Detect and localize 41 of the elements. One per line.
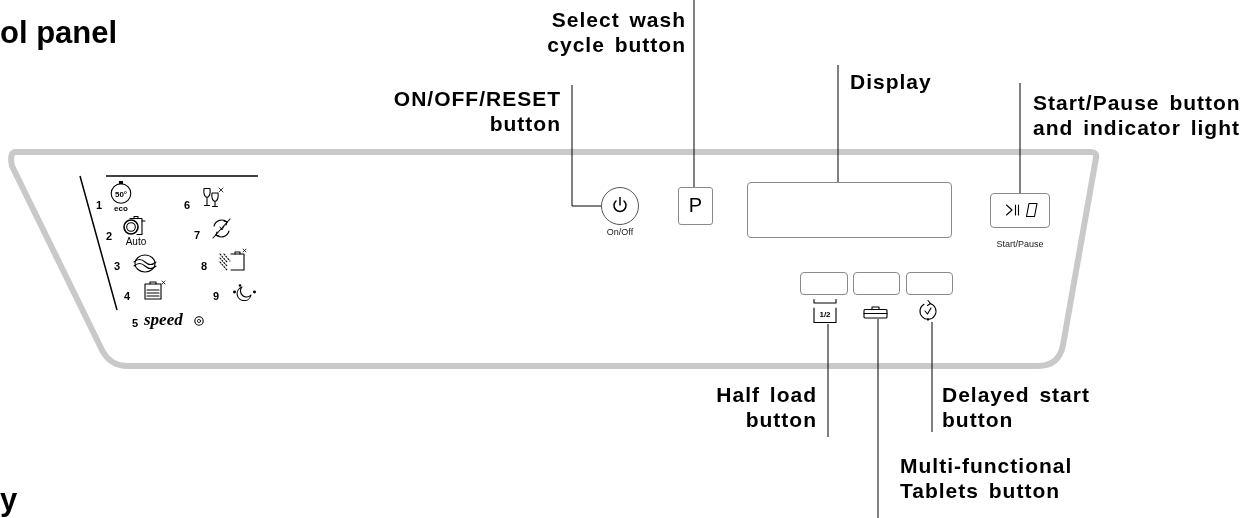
leader-line [931, 321, 933, 433]
leader-line [571, 84, 602, 207]
callout-label: Display [850, 69, 932, 94]
program-button: P [678, 187, 713, 225]
leader-line [877, 318, 879, 518]
program-number: 2 [106, 230, 113, 242]
callout-label: Select wash cycle button [541, 7, 686, 57]
leader-line [1019, 82, 1021, 194]
callout-label: Multi-functional Tablets button [900, 453, 1078, 503]
callout-label: Start/Pause button and indicator light [1033, 90, 1249, 140]
heading: ol panel [0, 17, 118, 48]
button-caption: On/Off [605, 227, 635, 238]
program-number: 3 [114, 260, 121, 272]
program-number: 6 [184, 199, 191, 211]
bracket-icon [812, 299, 838, 324]
display-screen [747, 182, 952, 238]
callout-label: Half load button [705, 382, 817, 432]
clock-icon [918, 299, 938, 322]
callout-label: Delayed start button [942, 382, 1098, 432]
program-number: 5 [132, 317, 139, 329]
callout-label: ON/OFF/RESET button [386, 86, 561, 136]
icon-caption: Auto [124, 236, 148, 248]
briefcase-icon [863, 306, 888, 319]
program-number: 1 [96, 199, 103, 211]
option-button [800, 272, 848, 295]
program-name: speed [144, 311, 183, 329]
start-pause-button [990, 193, 1050, 228]
option-button [906, 272, 953, 295]
option-button [853, 272, 900, 295]
icon-caption: eco [113, 204, 129, 213]
leader-line [837, 64, 839, 183]
program-number: 7 [194, 229, 201, 241]
program-number: 4 [124, 290, 131, 302]
heading-fragment: y [0, 484, 18, 515]
program-number: 9 [213, 290, 220, 302]
button-caption: Start/Pause [995, 239, 1045, 250]
temperature-text: 50° [113, 190, 129, 199]
leader-line [693, 0, 695, 188]
fraction-text: 1/2 [818, 310, 832, 319]
leader-line [827, 323, 829, 438]
program-number: 8 [201, 260, 208, 272]
